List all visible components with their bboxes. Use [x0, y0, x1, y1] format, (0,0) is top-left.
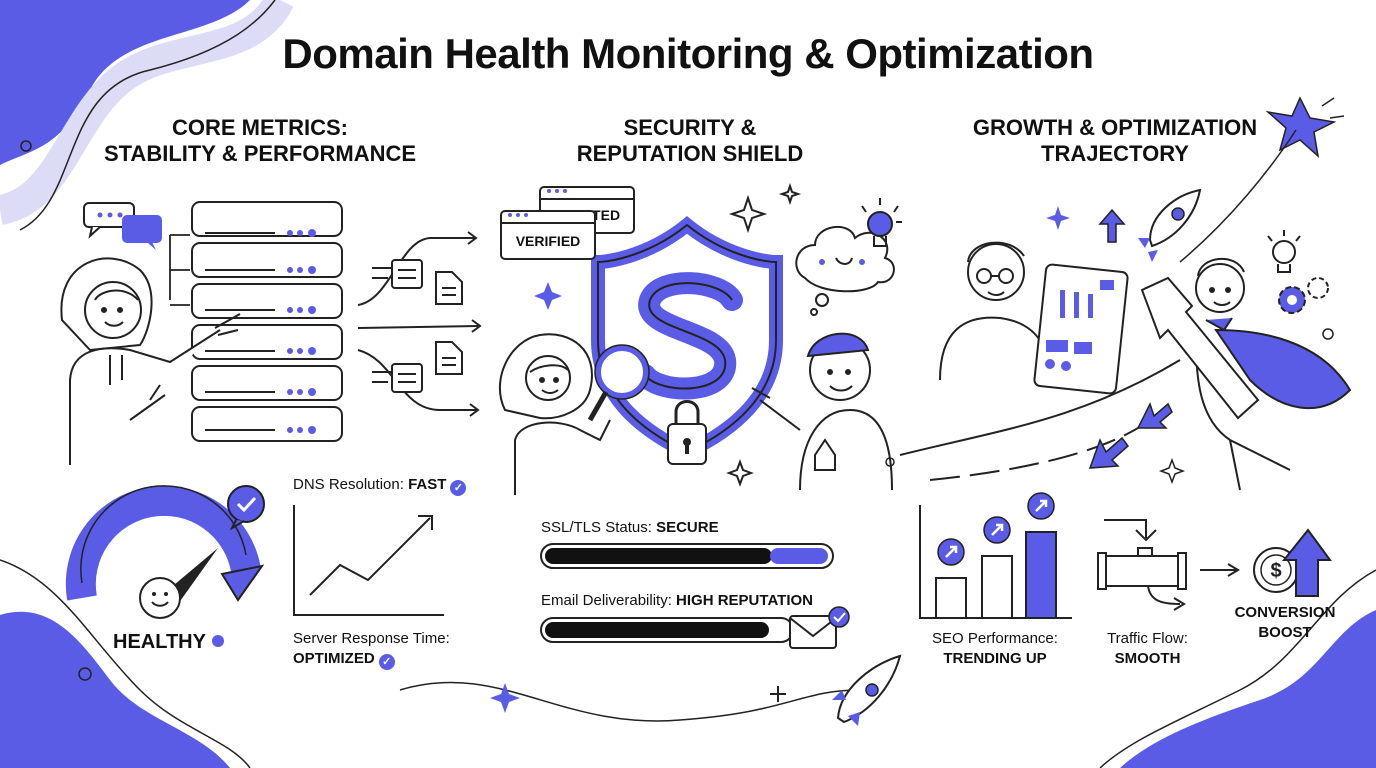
email-progress-fill	[545, 622, 769, 638]
traffic-flow-metric: Traffic Flow: SMOOTH	[1090, 629, 1205, 669]
svg-text:$: $	[1270, 560, 1281, 582]
traffic-value: SMOOTH	[1114, 650, 1181, 667]
heading-line: TRAJECTORY	[1041, 141, 1189, 166]
big-arrow-icon	[1140, 276, 1260, 420]
up-arrow-icon	[1088, 208, 1173, 469]
dns-label: DNS Resolution:	[293, 476, 404, 493]
response-label: Server Response Time:	[293, 630, 450, 647]
check-icon: ✓	[450, 480, 467, 496]
corner-swirl-top-left	[0, 0, 294, 225]
gear-icon	[1278, 277, 1329, 314]
person-man-icon	[751, 332, 893, 491]
section-heading-security: SECURITY & REPUTATION SHIELD	[540, 115, 840, 167]
check-icon: ✓	[378, 654, 395, 670]
lightbulb-icon	[861, 198, 902, 247]
seo-value: TRENDING UP	[943, 650, 1047, 667]
response-value: OPTIMIZED	[293, 650, 375, 667]
heading-line: SECURITY &	[623, 115, 757, 140]
ssl-label: SSL/TLS Status:	[541, 519, 652, 536]
corner-blob-bottom-left	[0, 611, 230, 768]
check-icon	[227, 485, 265, 531]
email-deliverability-metric: Email Deliverability: HIGH REPUTATION	[541, 591, 813, 611]
sparkle-icon	[490, 182, 802, 713]
bar-chart-icon	[919, 492, 1072, 619]
envelope-icon	[789, 606, 850, 649]
pipe-icon	[1097, 519, 1240, 611]
server-response-metric: Server Response Time: OPTIMIZED✓	[293, 629, 450, 670]
person-engineer-icon	[939, 241, 1129, 395]
page-title: Domain Health Monitoring & Optimization	[282, 30, 1094, 77]
conversion-line: CONVERSION	[1234, 604, 1336, 621]
conversion-boost-label: CONVERSION BOOST	[1222, 603, 1348, 643]
person-hero-icon	[1195, 257, 1352, 491]
magnifier-icon	[587, 344, 650, 422]
email-value: HIGH REPUTATION	[676, 592, 813, 609]
ssl-progress-bar	[540, 543, 834, 569]
rocket-icon	[832, 654, 902, 726]
cloud-face-icon	[795, 225, 895, 316]
traffic-label: Traffic Flow:	[1107, 630, 1188, 647]
heading-line: GROWTH & OPTIMIZATION	[972, 115, 1258, 140]
corner-blob-top-left	[0, 0, 250, 165]
lightbulb-icon	[1267, 230, 1301, 273]
dns-value: FAST	[408, 476, 447, 493]
section-heading-core-metrics: CORE METRICS: STABILITY & PERFORMANCE	[60, 115, 460, 167]
heading-line: STABILITY & PERFORMANCE	[103, 141, 417, 166]
person-woman-icon	[499, 333, 611, 495]
line-chart-icon	[293, 505, 444, 616]
rocket-icon	[1138, 188, 1202, 262]
dns-resolution-metric: DNS Resolution: FAST✓	[293, 475, 467, 496]
status-dot	[211, 635, 224, 647]
heading-line: CORE METRICS:	[172, 115, 348, 140]
sparkle-icon	[1046, 206, 1186, 485]
chat-bubble-icon	[83, 202, 162, 250]
document-icon	[391, 259, 463, 393]
healthy-status: HEALTHY	[113, 631, 224, 654]
gauge-icon	[65, 485, 265, 619]
ssl-value: SECURE	[656, 519, 719, 536]
padlock-icon	[667, 400, 707, 465]
seo-performance-metric: SEO Performance: TRENDING UP	[920, 629, 1070, 669]
ssl-status-metric: SSL/TLS Status: SECURE	[541, 518, 719, 538]
heading-line: REPUTATION SHIELD	[576, 141, 804, 166]
verified-label: VERIFIED	[515, 233, 581, 249]
conversion-line: BOOST	[1258, 624, 1312, 641]
email-label: Email Deliverability:	[541, 592, 672, 609]
seo-label: SEO Performance:	[932, 630, 1058, 647]
server-rack-icon	[191, 201, 343, 442]
corner-blob-bottom-right	[1120, 610, 1376, 768]
healthy-label: HEALTHY	[113, 631, 206, 653]
star-icon	[1179, 96, 1345, 263]
ssl-progress-fill	[545, 548, 772, 564]
section-heading-growth: GROWTH & OPTIMIZATION TRAJECTORY	[955, 115, 1275, 167]
shield-icon	[591, 215, 783, 460]
email-progress-bar	[540, 617, 794, 643]
dollar-icon: $	[1253, 528, 1332, 597]
verified-badge: VERIFIED	[500, 210, 596, 260]
person-pointing-icon	[60, 257, 241, 465]
